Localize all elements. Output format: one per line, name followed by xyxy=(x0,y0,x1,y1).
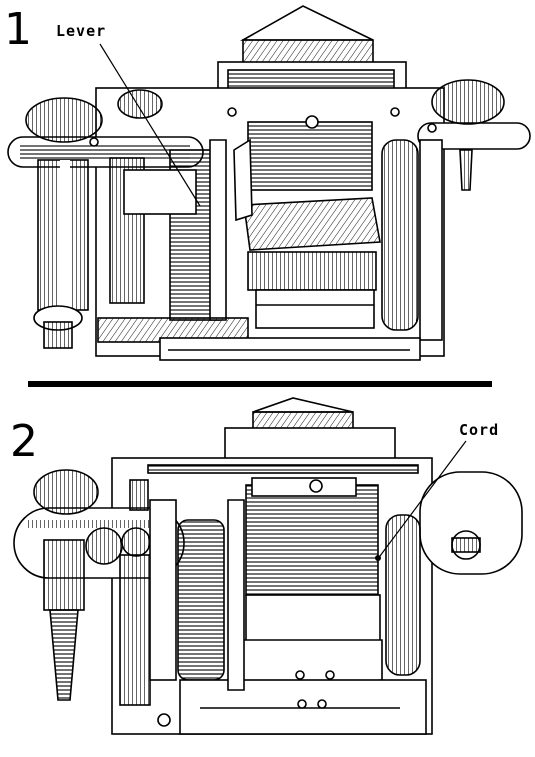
prism-top xyxy=(239,5,374,41)
figure-2-mechanism xyxy=(13,397,523,735)
figure-divider xyxy=(28,381,492,387)
lever-part xyxy=(209,139,227,321)
figure-1-number: 1 xyxy=(4,4,32,55)
cord-point xyxy=(375,555,381,561)
cord-leader-line xyxy=(379,440,467,557)
figure-1-mechanism xyxy=(7,5,531,361)
lever-leader-line xyxy=(99,43,201,207)
film-gate xyxy=(243,197,381,251)
lever-callout-label: Lever xyxy=(56,22,107,40)
cord-callout-label: Cord xyxy=(459,421,500,439)
figure-2-number: 2 xyxy=(10,416,38,467)
